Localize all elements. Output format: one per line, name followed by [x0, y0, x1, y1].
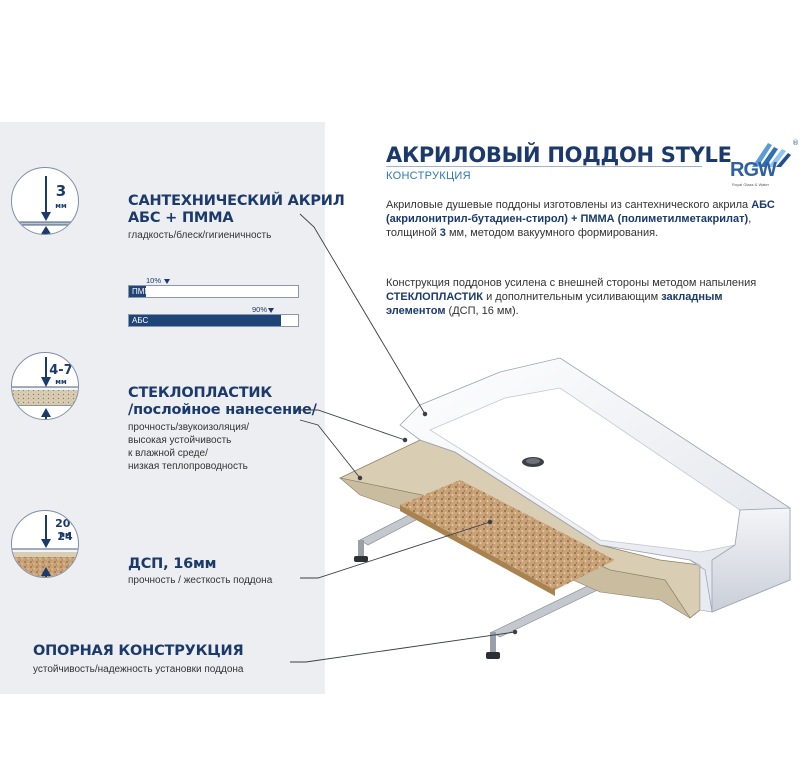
- chipboard-thickness-unit: мм: [59, 531, 71, 539]
- support-title: ОПОРНАЯ КОНСТРУКЦИЯ: [33, 643, 244, 659]
- intro-text: мм, методом вакуумного формирования.: [445, 227, 659, 239]
- acrylic-layer-desc: гладкость/блеск/гигиеничность: [128, 229, 271, 242]
- chipboard-desc-line: прочность / жесткость поддона: [128, 575, 273, 586]
- pmma-bar-name: ПММА: [132, 287, 157, 296]
- acrylic-layer-title: САНТЕХНИЧЕСКИЙ АКРИЛ АБС + ПММА: [128, 193, 345, 227]
- chipboard-thickness: 20-24: [55, 517, 75, 543]
- brand-tagline: Royal Glass & Water: [732, 182, 769, 187]
- acrylic-thickness-unit: мм: [55, 202, 67, 210]
- fiberglass-title-line2: /послойное нанесение/: [128, 402, 317, 418]
- fiberglass-title-line1: СТЕКЛОПЛАСТИК: [128, 385, 272, 401]
- acrylic-desc-line: гладкость/блеск/гигиеничность: [128, 230, 272, 241]
- fiberglass-shell: [338, 439, 701, 619]
- chipboard-layer-icon: 20-24 мм: [11, 510, 79, 578]
- title-underline: [386, 166, 702, 167]
- drain-hole: [522, 457, 544, 467]
- intro-text-bold: СТЕКЛОПЛАСТИК: [386, 291, 484, 303]
- brand-logo: RGW Royal Glass & Water ®: [728, 139, 799, 191]
- abs-bar-name: АБС: [132, 316, 149, 325]
- glass-shards-icon: [752, 143, 791, 167]
- intro-text: (ДСП, 16 мм).: [445, 305, 519, 317]
- abs-bar: АБС: [128, 314, 299, 327]
- fiberglass-layer-title: СТЕКЛОПЛАСТИК /послойное нанесение/: [128, 385, 317, 419]
- acrylic-tray: [399, 357, 791, 613]
- intro-paragraph-2: Конструкция поддонов усилена с внешней с…: [386, 276, 776, 318]
- intro-text-bold: АБС (акрилонитрил-бутадиен-стирол) + ПММ…: [386, 199, 775, 225]
- pmma-bar-fill: [129, 286, 146, 297]
- fiberglass-desc-line: низкая теплопроводность: [128, 461, 248, 472]
- page-title: АКРИЛОВЫЙ ПОДДОН STYLE: [386, 143, 732, 167]
- fiberglass-thickness: 4-7: [49, 363, 73, 378]
- fiberglass-layer-desc: прочность/звукоизоляция/ высокая устойчи…: [128, 421, 249, 473]
- abs-bar-fill: [129, 315, 282, 326]
- intro-text: Конструкция поддонов усилена с внешней с…: [386, 277, 757, 289]
- chipboard-insert: [400, 480, 615, 596]
- abs-percent-label: 90%: [252, 305, 268, 314]
- abs-percent-marker: [268, 308, 274, 313]
- registered-mark: ®: [792, 139, 799, 147]
- support-desc: устойчивость/надежность установки поддон…: [33, 664, 244, 675]
- intro-paragraph-1: Акриловые душевые поддоны изготовлены из…: [386, 198, 776, 240]
- page-subtitle: КОНСТРУКЦИЯ: [386, 170, 471, 182]
- chipboard-layer-title: ДСП, 16мм: [128, 556, 217, 573]
- fiberglass-desc-line: к влажной среде/: [128, 448, 208, 459]
- acrylic-thickness: 3: [55, 182, 67, 200]
- pmma-bar: ПММА: [128, 285, 299, 298]
- acrylic-title-line2: АБС + ПММА: [128, 210, 234, 226]
- pmma-percent-marker: [164, 279, 170, 284]
- intro-text: и дополнительным усиливающим: [483, 291, 662, 303]
- brand-name: RGW: [730, 159, 777, 181]
- chipboard-layer-desc: прочность / жесткость поддона: [128, 574, 272, 587]
- fiberglass-layer-icon: 4-7 мм: [11, 352, 79, 420]
- fiberglass-thickness-unit: мм: [55, 378, 67, 386]
- intro-text-bold: 3: [439, 227, 446, 239]
- acrylic-title-line1: САНТЕХНИЧЕСКИЙ АКРИЛ: [128, 193, 345, 209]
- fiberglass-desc-line: прочность/звукоизоляция/: [128, 422, 250, 433]
- intro-text: Акриловые душевые поддоны изготовлены из…: [386, 199, 752, 211]
- support-frame: [354, 493, 609, 659]
- chipboard-title-line1: ДСП, 16мм: [128, 556, 217, 572]
- pmma-percent-label: 10%: [146, 276, 162, 285]
- fiberglass-desc-line: высокая устойчивость: [128, 435, 232, 446]
- acrylic-layer-icon: 3 мм: [11, 167, 79, 235]
